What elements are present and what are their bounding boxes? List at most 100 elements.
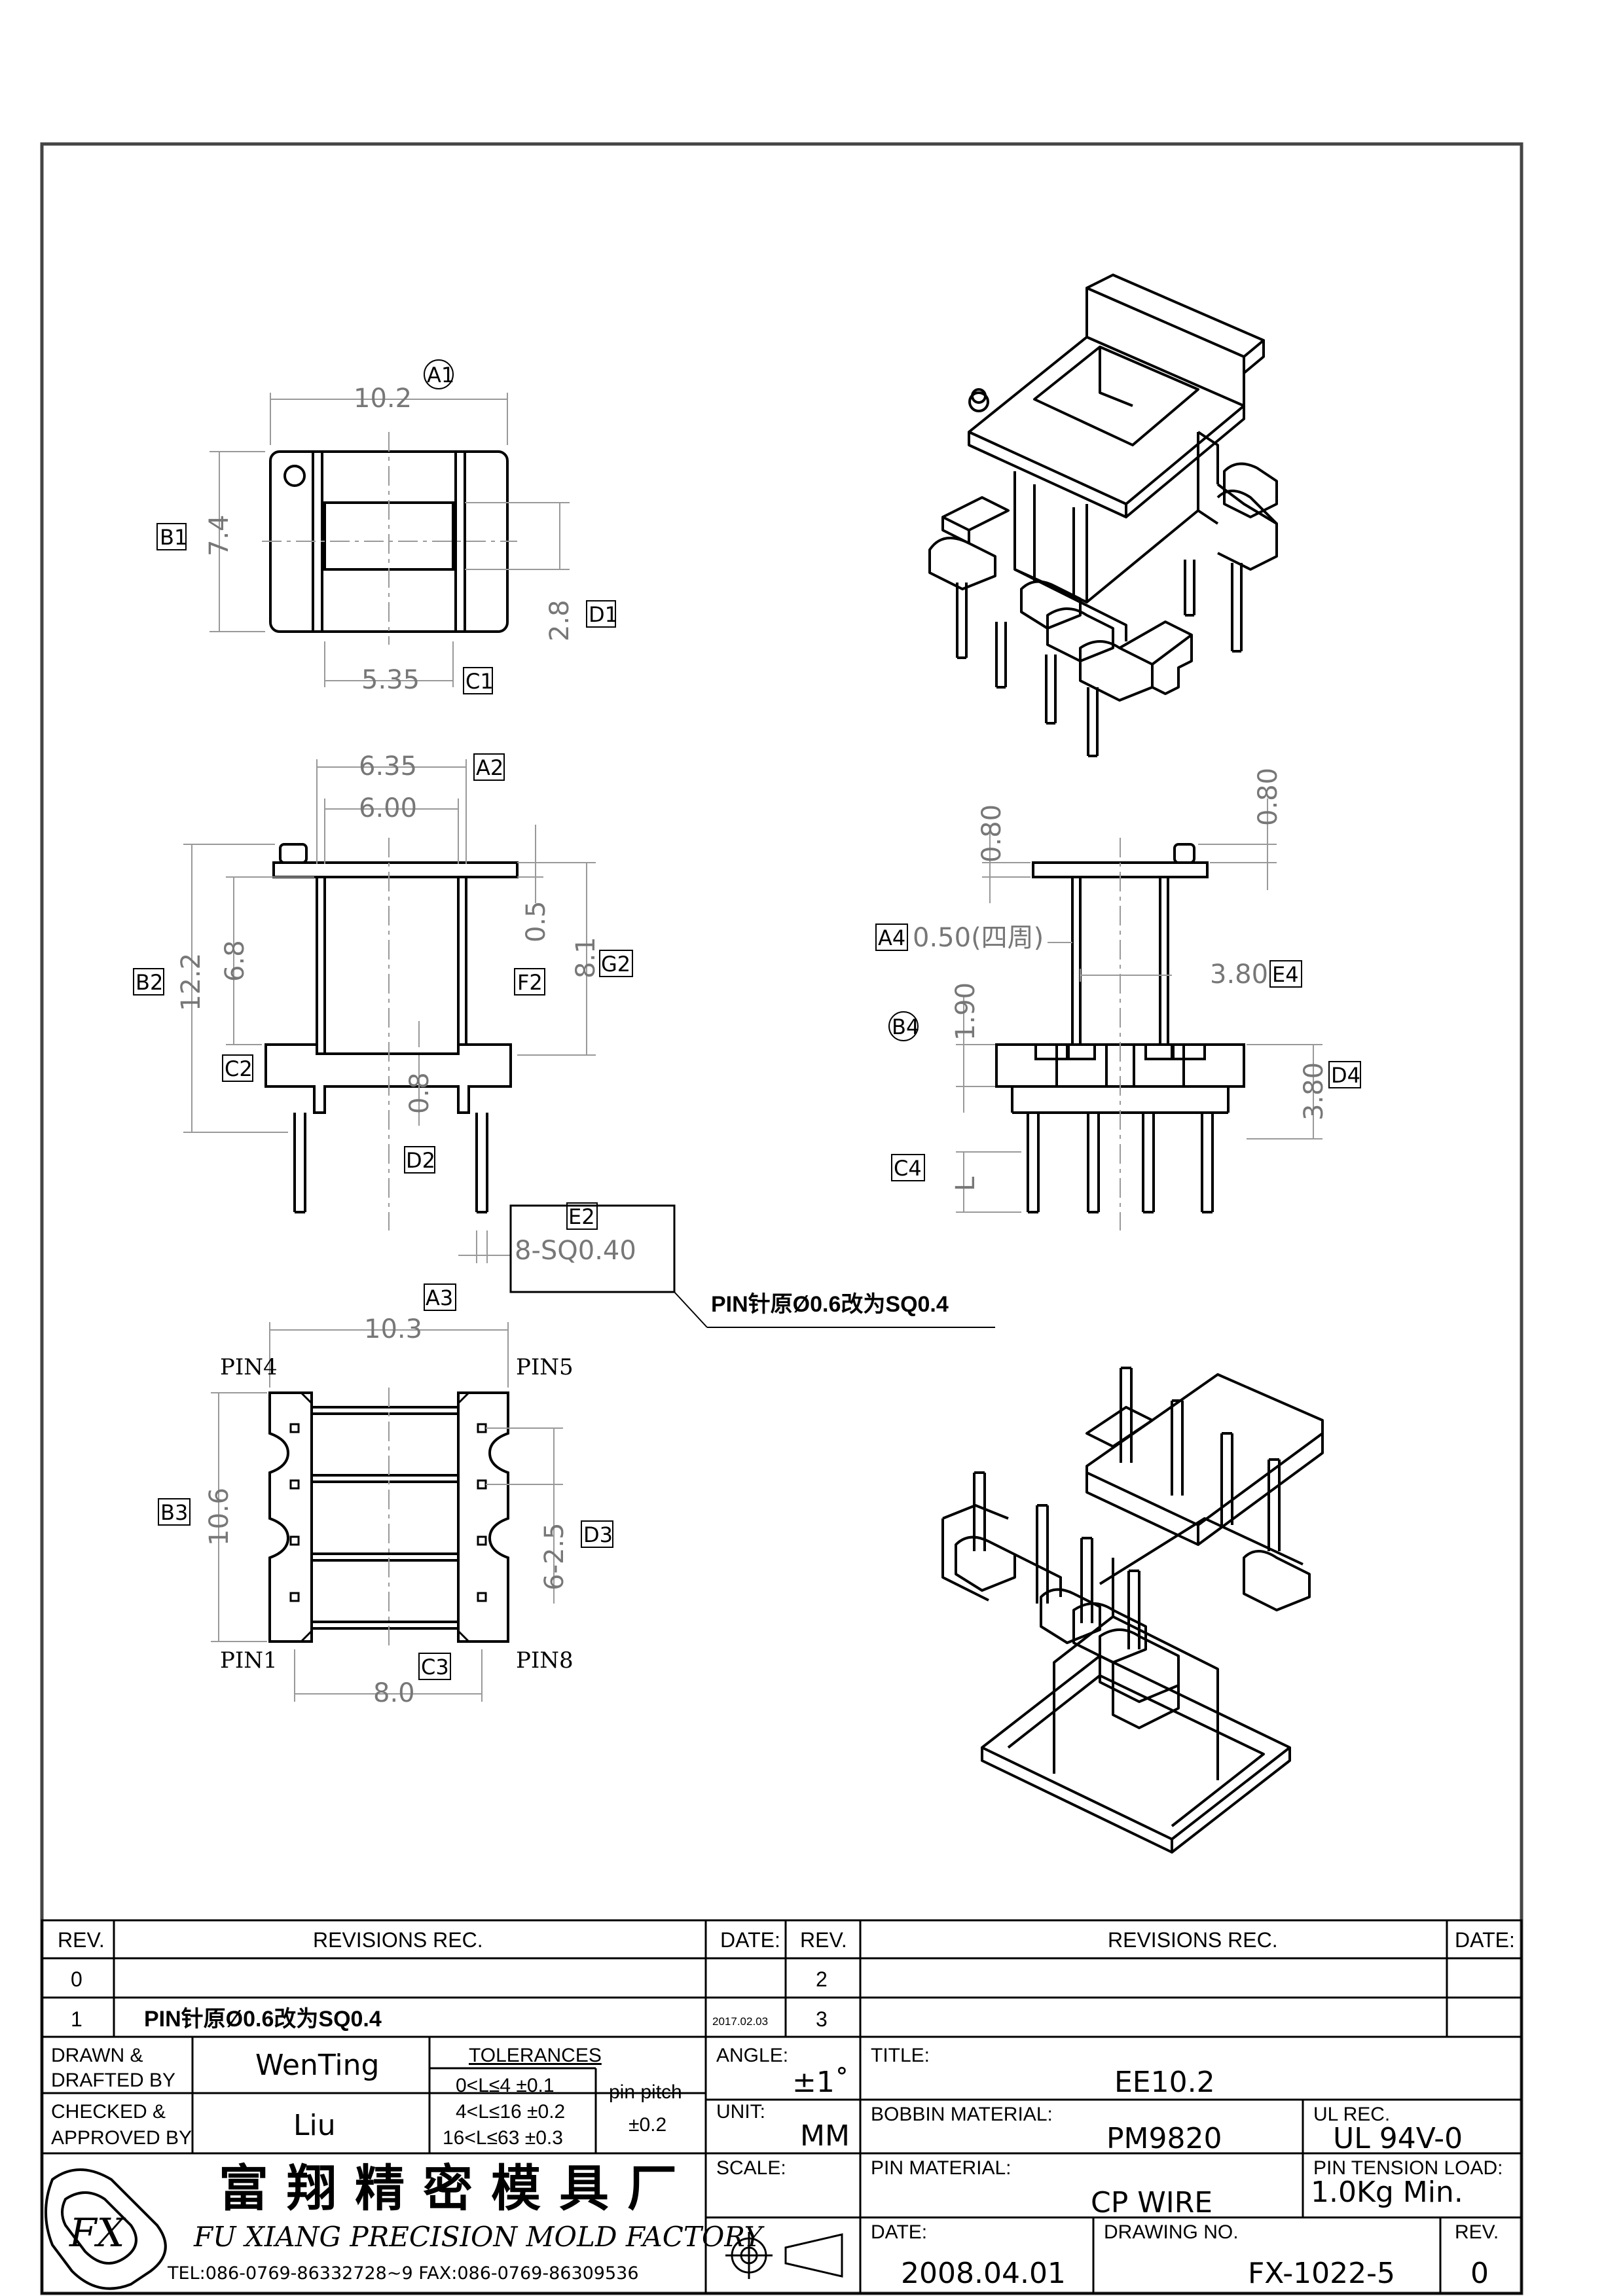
rev-label: REV. [1455,2221,1499,2243]
label-c1: C1 [465,669,494,694]
side-dim-wall: 0.50(四周) [913,923,1044,953]
sheet-border [40,142,1523,2295]
label-a1: A1 [427,363,454,387]
label-b3: B3 [160,1500,188,1525]
projection-symbol [725,2232,843,2279]
label-c1-box [463,667,493,694]
front-dim-flange: 0.5 [521,901,551,942]
company-name-cn: 富翔精密模具厂 [219,2159,695,2217]
label-c3-box [418,1653,451,1680]
label-c4-box [891,1154,925,1181]
label-d3-box [581,1520,613,1548]
rev-row-1: 1 [71,2007,82,2031]
rev-row-3: 3 [816,2007,828,2031]
pin-tension-value: 1.0Kg Min. [1311,2176,1463,2209]
pin4-label: PIN4 [220,1354,278,1380]
isometric-view-bottom [941,1367,1324,1854]
bottom-view [211,1322,563,1702]
label-e2: E2 [568,1204,595,1229]
date-value: 2008.04.01 [901,2257,1066,2290]
rev-row-1-rec: PIN针原Ø0.6改为SQ0.4 [144,2007,382,2032]
rev-header-right: REV. [800,1928,847,1952]
label-g2-box [599,950,633,977]
side-dim-top-right: 0.80 [1253,768,1283,826]
checked-label-1: CHECKED & [51,2101,166,2123]
pin-tension-label: PIN TENSION LOAD: [1313,2157,1503,2179]
label-b2-box [133,968,164,996]
label-g2: G2 [601,952,630,977]
pin-size-value: 8-SQ0.40 [515,1236,636,1266]
date-header-left: DATE: [720,1928,780,1952]
top-dim-width: 10.2 [354,384,412,414]
pin-pitch-value: ±0.2 [629,2114,666,2136]
pin-note [458,1204,995,1328]
bottom-dim-pitch: 6-2.5 [539,1523,570,1591]
label-a4: A4 [878,925,905,950]
label-a2: A2 [476,755,503,780]
revisions-table [41,1919,1523,2038]
label-b4-circle [888,1011,919,1041]
scale-label: SCALE: [716,2157,786,2179]
top-view [210,393,570,687]
front-dim-outer: 6.35 [359,751,417,781]
ul-value: UL 94V-0 [1333,2122,1463,2155]
label-b2: B2 [136,970,163,995]
label-b4: B4 [892,1014,919,1039]
unit-label: UNIT: [716,2101,765,2123]
bottom-dim-height: 10.6 [204,1488,234,1546]
label-c3: C3 [421,1655,449,1679]
company-tel: TEL:086-0769-86332728~9 FAX:086-0769-863… [167,2263,639,2284]
label-c2: C2 [225,1056,253,1081]
drawn-label-1: DRAWN & [51,2045,143,2066]
label-d4-box [1328,1061,1361,1088]
ul-label: UL REC. [1313,2104,1390,2125]
drawn-value: WenTing [255,2049,379,2082]
angle-label: ANGLE: [716,2045,788,2066]
label-a3-box [424,1283,456,1311]
drawn-label-2: DRAFTED BY [51,2070,175,2091]
label-a1-circle [424,359,454,389]
rev-row-2: 2 [816,1967,828,1991]
front-dim-base: 0.8 [405,1072,435,1114]
bobbin-value: PM9820 [1106,2122,1222,2155]
side-dim-pin: L [951,1176,981,1191]
label-b3-box [158,1498,191,1526]
checked-label-2: APPROVED BY [51,2127,192,2149]
date-header-right: DATE: [1455,1928,1515,1952]
front-dim-total: 12.2 [176,953,206,1011]
label-a2-box [473,753,505,781]
rev-value: 0 [1470,2257,1489,2290]
unit-value: MM [800,2119,850,2153]
tol-row-3: 16<L≤63 ±0.3 [443,2127,563,2149]
front-view [183,759,596,1230]
rev-row-1-date: 2017.02.03 [712,2015,768,2028]
side-dim-base: 3.80 [1299,1062,1329,1121]
pin-material-value: CP WIRE [1091,2186,1213,2219]
drawing-no-value: FX-1022-5 [1248,2257,1395,2290]
side-view [956,798,1322,1230]
angle-value: ±1˚ [792,2066,849,2099]
label-e2-box [566,1202,598,1230]
label-b1: B1 [160,525,187,550]
label-a3: A3 [426,1285,453,1310]
label-c4: C4 [894,1156,922,1181]
pin5-label: PIN5 [516,1354,574,1380]
top-dim-core: 5.35 [361,665,420,695]
side-dim-step: 1.90 [951,982,981,1041]
label-d1: D1 [589,602,618,627]
label-d2: D2 [406,1148,435,1173]
rev-header-left: REV. [58,1928,105,1952]
side-dim-top-left: 0.80 [977,804,1007,863]
label-d4: D4 [1331,1063,1360,1088]
drawing-no-label: DRAWING NO. [1104,2221,1239,2243]
top-dim-height: 7.4 [204,514,234,556]
side-dim-core: 3.80 [1210,960,1268,990]
logo-mark: FX [69,2210,126,2256]
tol-row-1: 0<L≤4 ±0.1 [456,2075,555,2096]
front-dim-inner: 6.00 [359,793,417,823]
pin8-label: PIN8 [516,1647,574,1674]
label-d3: D3 [583,1522,613,1547]
bottom-dim-width: 10.3 [364,1314,422,1344]
label-a4-box [875,924,908,951]
